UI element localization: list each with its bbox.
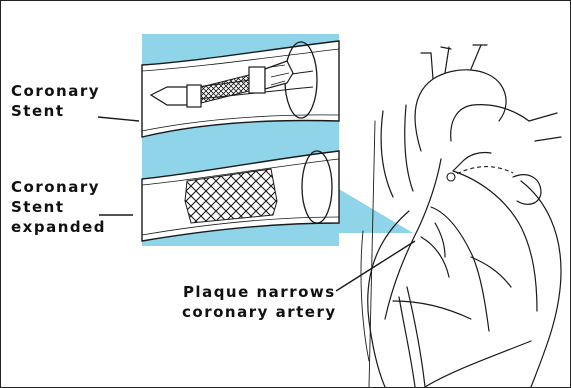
dashed-vessel-path [451, 167, 513, 177]
plaque-label-line2: coronary artery [182, 302, 337, 322]
coronary-stent-label-line2: Stent [11, 101, 100, 121]
expanded-label-line2: Stent [11, 197, 106, 217]
heart-illustration [361, 45, 561, 387]
coronary-stent-expanded-label: Coronary Stent expanded [11, 177, 106, 237]
plaque-label: Plaque narrows coronary artery [182, 282, 337, 322]
expanded-label-line3: expanded [11, 217, 106, 237]
coronary-stent-label-line1: Coronary [11, 81, 100, 101]
stent-leader-line [98, 117, 139, 121]
callout-pointer [339, 189, 413, 233]
plaque-label-line1: Plaque narrows [182, 282, 337, 302]
plaque-leader-line [336, 241, 415, 291]
vessel-node [447, 173, 455, 181]
expanded-label-line1: Coronary [11, 177, 106, 197]
coronary-stent-label: Coronary Stent [11, 81, 100, 121]
